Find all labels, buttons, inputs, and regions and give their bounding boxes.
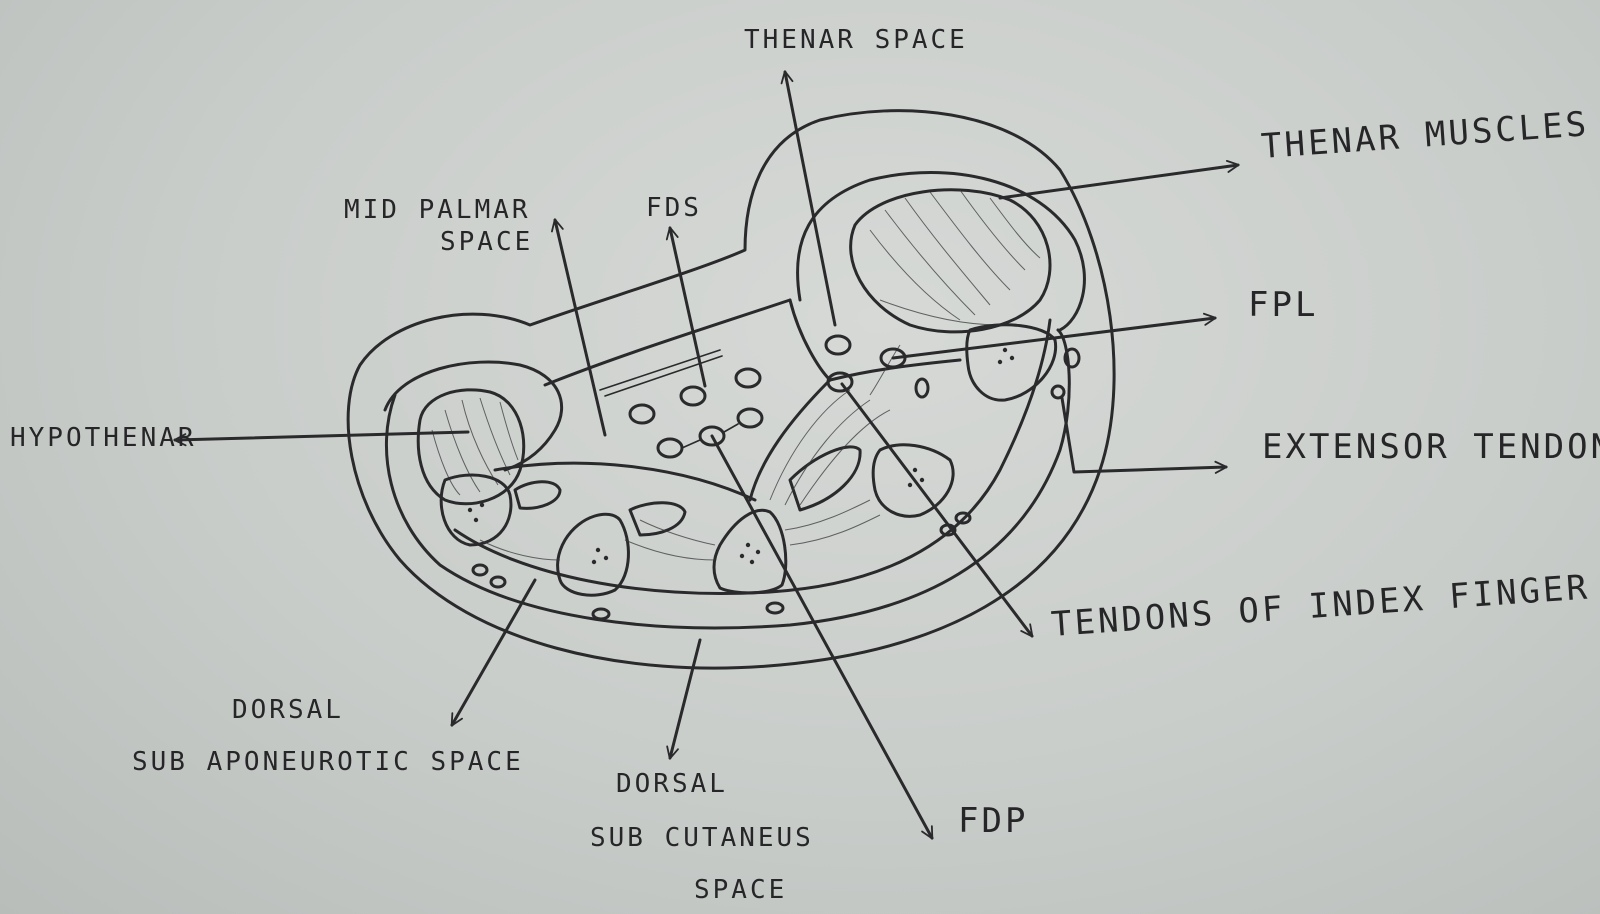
metacarpal-5 bbox=[439, 473, 513, 547]
palmar-aponeurosis-line bbox=[493, 461, 757, 502]
tendon-fds-2 bbox=[679, 385, 707, 407]
thenar-compartment bbox=[796, 171, 1086, 332]
mid-palmar-septum bbox=[543, 298, 792, 387]
arrow-fdp bbox=[710, 434, 934, 840]
label-fdp: FDP bbox=[958, 801, 1028, 841]
dorsal-fascia-line bbox=[384, 328, 1071, 630]
tendon-index-2 bbox=[826, 371, 854, 393]
metacarpal-5-marrow bbox=[467, 502, 485, 523]
arrow-thenar-space bbox=[780, 70, 837, 327]
tendon-small-1 bbox=[914, 377, 930, 399]
tendon-fdp-1 bbox=[656, 437, 684, 459]
label-mid-palmar-space: MID PALMAR SPACE bbox=[344, 195, 549, 257]
interosseous-2 bbox=[628, 501, 687, 537]
hypothenar-hatching bbox=[431, 397, 519, 496]
arrow-fds bbox=[665, 226, 707, 388]
metacarpal-1 bbox=[965, 323, 1058, 402]
tendon-fdp-2 bbox=[698, 425, 726, 447]
label-hypothenar: HYPOTHENAR bbox=[10, 423, 197, 453]
metacarpal-1-marrow bbox=[997, 347, 1015, 365]
metacarpal-2 bbox=[871, 443, 955, 518]
thenar-muscle-mass bbox=[849, 188, 1052, 334]
metacarpal-2-marrow bbox=[907, 467, 925, 488]
metacarpal-3-marrow bbox=[739, 542, 761, 565]
tendon-fds-3 bbox=[734, 367, 762, 389]
arrow-extensor-tendons bbox=[1060, 396, 1228, 474]
arrow-thenar-muscles bbox=[998, 159, 1240, 200]
label-dorsal-subaponeurotic-space: DORSAL SUB APONEUROTIC SPACE bbox=[132, 695, 524, 777]
arrow-dorsal-subaponeurotic bbox=[450, 578, 537, 727]
arrow-dorsal-subcutaneous bbox=[666, 638, 702, 760]
arrow-tendons-index-finger bbox=[840, 382, 1034, 638]
tendon-index-1 bbox=[824, 334, 852, 356]
thenar-septum bbox=[748, 298, 832, 502]
hand-outer-outline bbox=[346, 109, 1116, 670]
dorsal-muscle-hatching bbox=[479, 499, 881, 561]
label-thenar-muscles: THENAR MUSCLES bbox=[1260, 104, 1591, 167]
metacarpal-4 bbox=[556, 512, 630, 597]
tendon-fdp-3 bbox=[736, 407, 764, 429]
arrow-mid-palmar bbox=[551, 218, 607, 437]
thenar-hatching bbox=[869, 189, 1041, 326]
arrow-fpl bbox=[891, 312, 1217, 360]
label-tendons-index-finger: TENDONS OF INDEX FINGER bbox=[1050, 567, 1591, 645]
leader-arrows bbox=[173, 70, 1240, 840]
metacarpal-4-marrow bbox=[591, 547, 609, 565]
label-extensor-tendons: EXTENSOR TENDONS bbox=[1262, 427, 1600, 467]
interosseous-1 bbox=[513, 480, 562, 510]
extensor-tendons-dorsal bbox=[471, 384, 1066, 621]
hypothenar-muscle-mass bbox=[416, 388, 526, 506]
label-fds: FDS bbox=[646, 193, 702, 223]
tendon-fds-1 bbox=[628, 403, 656, 425]
arrow-hypothenar bbox=[173, 430, 470, 447]
label-dorsal-subcutaneous-space: DORSAL SUB CUTANEUS SPACE bbox=[590, 769, 833, 905]
label-fpl: FPL bbox=[1248, 285, 1318, 325]
tendon-link-line bbox=[681, 423, 739, 449]
interosseous-3 bbox=[788, 445, 862, 512]
tendon-extensor-pollicis bbox=[1063, 347, 1081, 369]
dorsal-aponeurosis-line bbox=[453, 318, 1052, 595]
metacarpal-3 bbox=[712, 508, 788, 595]
label-thenar-space: THENAR SPACE bbox=[744, 25, 968, 55]
hypothenar-compartment bbox=[383, 360, 564, 472]
